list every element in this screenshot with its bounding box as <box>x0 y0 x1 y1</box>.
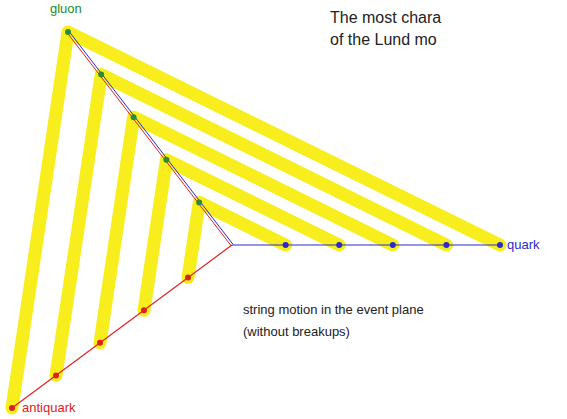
gluon-dot <box>65 29 71 35</box>
antiquark-path <box>12 245 232 408</box>
antiquark-dot <box>53 372 59 378</box>
antiquark-dot <box>9 405 15 411</box>
quark-dot <box>497 242 503 248</box>
intro-text: of the Lund mo <box>330 30 437 49</box>
gluon-dot <box>98 72 104 78</box>
caption-note: (without breakups) <box>243 324 350 340</box>
gluon-dot <box>131 114 137 120</box>
parton-label: antiquark <box>22 400 75 416</box>
intro-text: The most chara <box>330 8 441 27</box>
gluon-dots <box>65 29 202 205</box>
quark-path <box>232 244 500 245</box>
string-band <box>12 32 500 408</box>
antiquark-dot <box>141 307 147 313</box>
antiquark-dot <box>97 340 103 346</box>
quark-dots <box>283 242 503 248</box>
gluon-dot <box>196 199 202 205</box>
parton-label: gluon <box>50 1 82 17</box>
parton-label: quark <box>507 237 540 253</box>
antiquark-dot <box>185 275 191 281</box>
string-band <box>56 75 446 376</box>
quark-dot <box>283 242 289 248</box>
string-bands <box>12 32 500 408</box>
gluon-path-blue <box>69 31 233 244</box>
quark-dot <box>336 242 342 248</box>
antiquark-dots <box>9 275 191 411</box>
quark-dot <box>390 242 396 248</box>
gluon-path-red <box>67 33 231 246</box>
string-band <box>144 160 339 310</box>
gluon-dot <box>163 157 169 163</box>
quark-dot <box>443 242 449 248</box>
caption-note: string motion in the event plane <box>243 302 424 318</box>
